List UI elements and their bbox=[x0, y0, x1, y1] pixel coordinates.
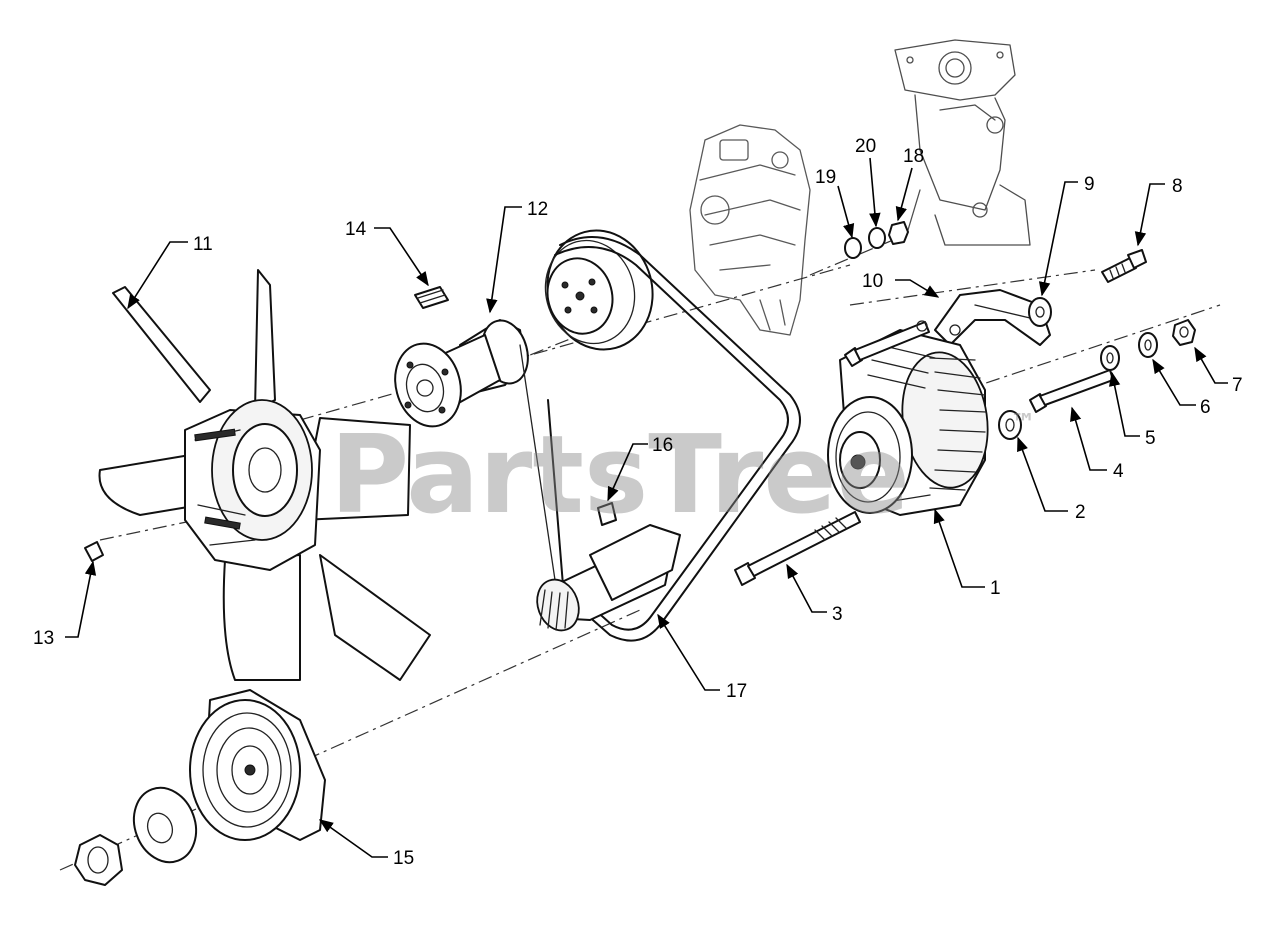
flat-washer-5 bbox=[1100, 345, 1120, 371]
exhaust-manifold bbox=[894, 39, 1031, 246]
cooling-fan bbox=[98, 269, 431, 681]
water-pump-pulley bbox=[544, 229, 654, 351]
callout-16: 16 bbox=[652, 435, 673, 456]
callout-12: 12 bbox=[527, 199, 548, 220]
callout-18: 18 bbox=[903, 146, 924, 167]
watermark-trademark: ™ bbox=[1010, 409, 1036, 439]
key-pin bbox=[547, 399, 617, 611]
callout-8: 8 bbox=[1172, 176, 1183, 197]
callout-9: 9 bbox=[1084, 174, 1095, 195]
drive-belt bbox=[519, 236, 801, 642]
upper-mount-bolt bbox=[844, 320, 930, 367]
long-bolt bbox=[1029, 369, 1114, 413]
callout-15: 15 bbox=[393, 848, 414, 869]
callout-11: 11 bbox=[193, 234, 213, 255]
fan-bolt bbox=[414, 286, 449, 309]
pivot-bolt bbox=[734, 511, 861, 586]
callout-10: 10 bbox=[862, 271, 883, 292]
crankshaft-nut bbox=[74, 834, 123, 886]
engine-block bbox=[689, 124, 811, 336]
callout-4: 4 bbox=[1113, 461, 1124, 482]
callout-17: 17 bbox=[726, 681, 747, 702]
hardware-18-19-20 bbox=[844, 221, 909, 259]
callouts: 1 2 3 4 5 6 7 8 9 10 11 12 13 bbox=[33, 136, 1243, 869]
callout-1: 1 bbox=[990, 578, 1001, 599]
adjusting-bolt-8 bbox=[1101, 249, 1147, 283]
callout-20: 20 bbox=[855, 136, 876, 157]
washer-9 bbox=[1028, 297, 1052, 327]
callout-6: 6 bbox=[1200, 397, 1211, 418]
callout-13: 13 bbox=[33, 628, 54, 649]
callout-19: 19 bbox=[815, 167, 836, 188]
alternator-fins bbox=[929, 357, 987, 491]
callout-5: 5 bbox=[1145, 428, 1156, 449]
lock-washer-6 bbox=[1138, 332, 1158, 358]
watermark: PartsTree bbox=[330, 413, 910, 538]
crankshaft-washer bbox=[132, 786, 198, 864]
fan-screw-13 bbox=[84, 541, 104, 562]
hex-nut-7 bbox=[1172, 319, 1196, 346]
adjusting-strap bbox=[934, 289, 1051, 346]
callout-2: 2 bbox=[1075, 502, 1086, 523]
crankshaft-sleeve bbox=[536, 524, 681, 632]
alternator bbox=[827, 329, 989, 516]
callout-7: 7 bbox=[1232, 375, 1243, 396]
fan-spacer-hub bbox=[394, 319, 529, 428]
spacer-washer bbox=[998, 410, 1022, 440]
crankshaft-pulley bbox=[189, 689, 326, 841]
callout-3: 3 bbox=[832, 604, 843, 625]
callout-14: 14 bbox=[345, 219, 367, 240]
